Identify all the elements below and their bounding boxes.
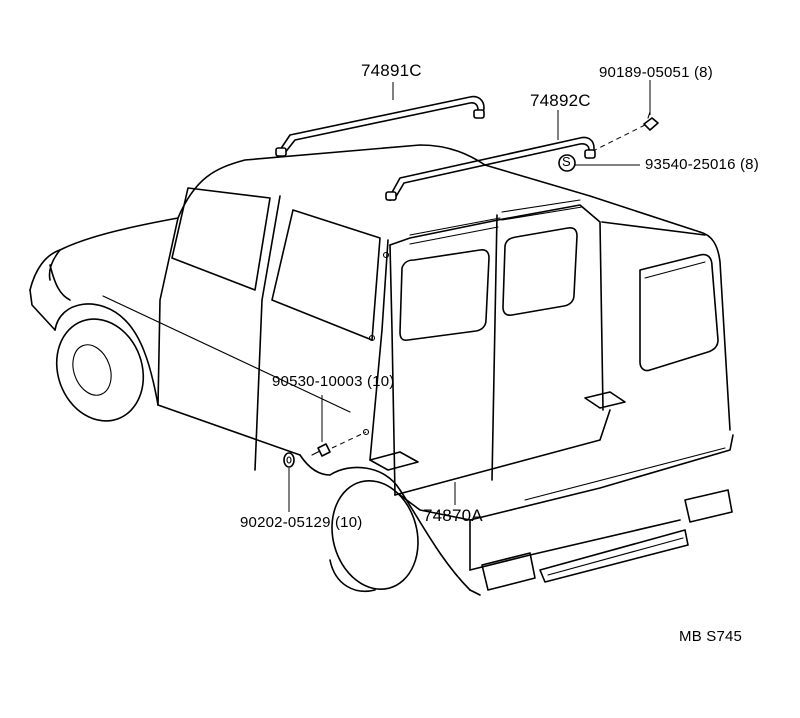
vehicle-body [29,144,734,596]
roof-rail-74891c [275,95,485,157]
label-90189-05051: 90189-05051 (8) [599,64,713,81]
leader-lines [288,80,651,512]
label-90202-05129: 90202-05129 (10) [240,514,363,531]
label-74892c: 74892C [530,91,591,110]
grommet-90202-05129 [283,452,295,468]
roof-rail-74892c [385,136,596,201]
diagram-code: MB S745 [679,628,743,645]
clip-90189-05051 [643,111,659,131]
nut-93540-25016 [558,154,576,172]
label-90530-10003: 90530-10003 (10) [272,373,395,390]
label-93540-25016: 93540-25016 (8) [645,156,759,173]
symbol-s: S [562,154,571,169]
label-74870a: 74870A [423,506,483,525]
bolt-90530-10003 [311,443,331,457]
label-74891c: 74891C [361,61,422,80]
